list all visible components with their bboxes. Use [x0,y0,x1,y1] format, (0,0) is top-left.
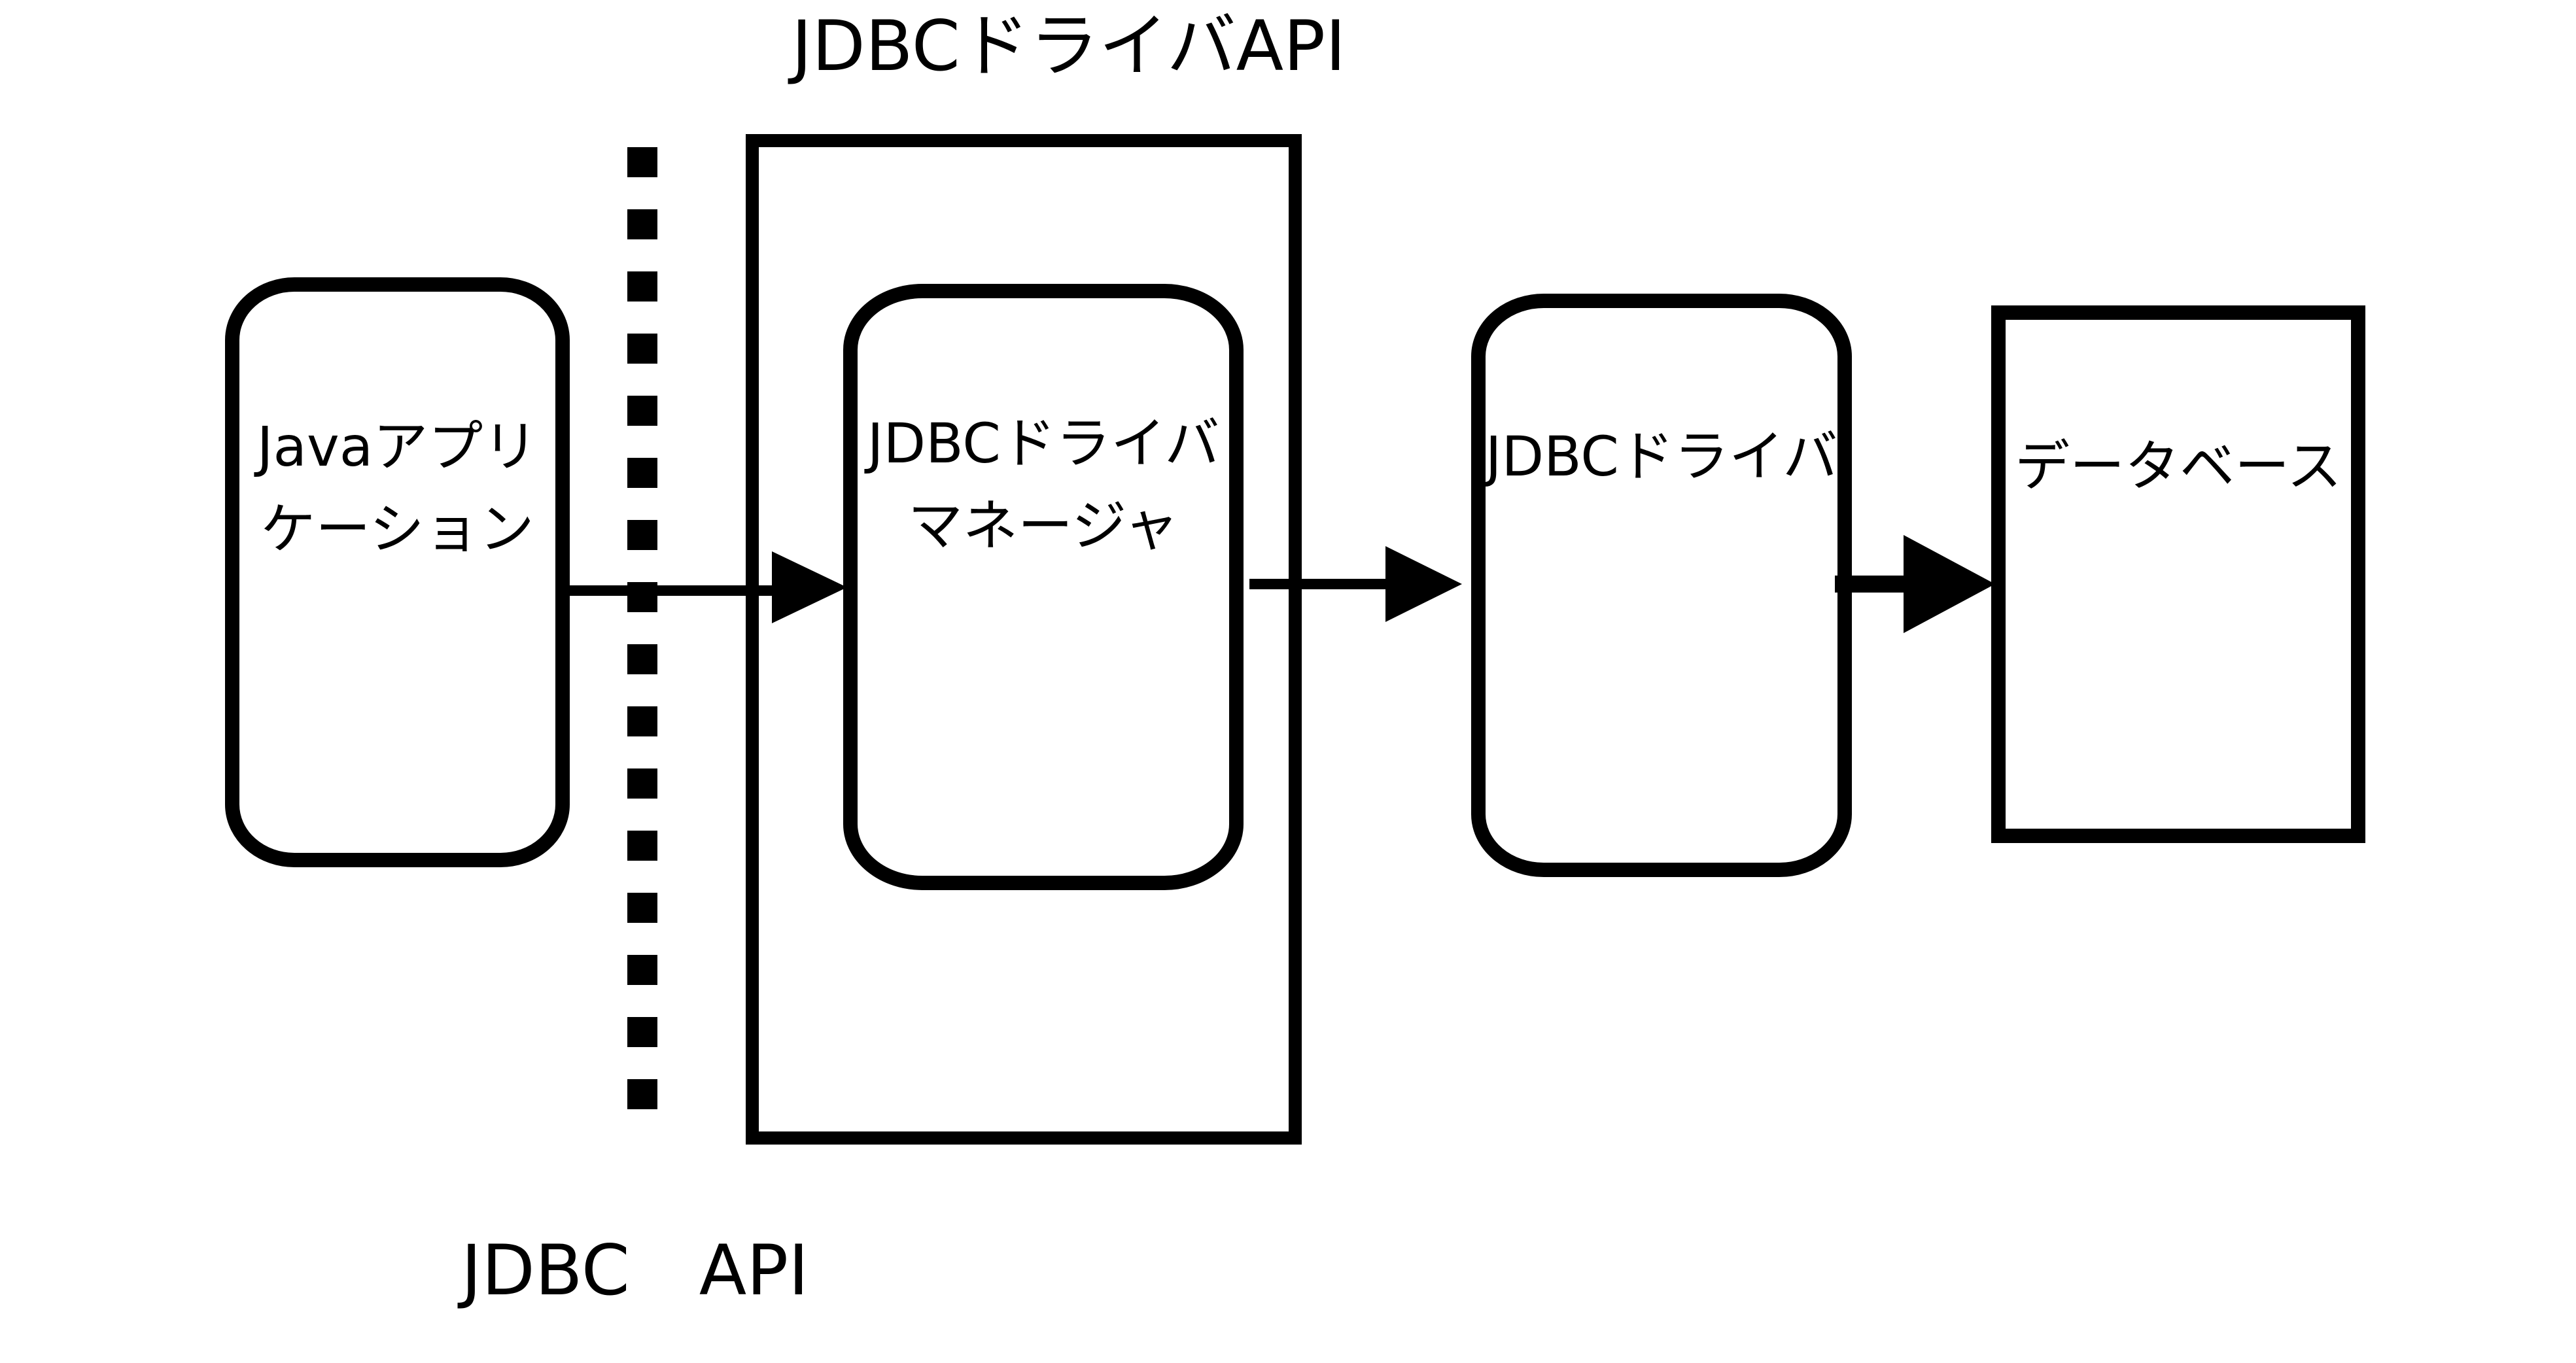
driver-api-frame [746,134,1302,1145]
database-label: データベース [1998,425,2358,508]
arrow-app-to-manager-head [772,551,847,623]
java-application-label-line1: Javaアプリ [256,415,538,479]
jdbc-driver-label-line1: JDBCドライバ [1485,424,1838,489]
driver-manager-label-line2: マネージャ [907,494,1179,558]
database-box [1991,305,2365,843]
driver-manager-label: JDBCドライバ マネージャ [850,402,1236,567]
java-application-label-line2: ケーション [260,497,534,561]
jdbc-driver-label: JDBCドライバ [1478,415,1845,498]
jdbc-api-label: JDBC API [461,1230,809,1311]
java-application-label: Javaアプリ ケーション [235,405,559,570]
arrow-driver-to-db-head [1904,535,1995,633]
arrow-manager-to-driver-head [1385,546,1462,622]
database-label-line1: データベース [2015,434,2342,498]
driver-manager-label-line1: JDBCドライバ [867,411,1220,475]
diagram-title: JDBCドライバAPI [792,6,1346,86]
java-application-box [225,277,570,867]
jdbc-driver-box [1471,294,1852,877]
driver-manager-box [843,284,1244,890]
